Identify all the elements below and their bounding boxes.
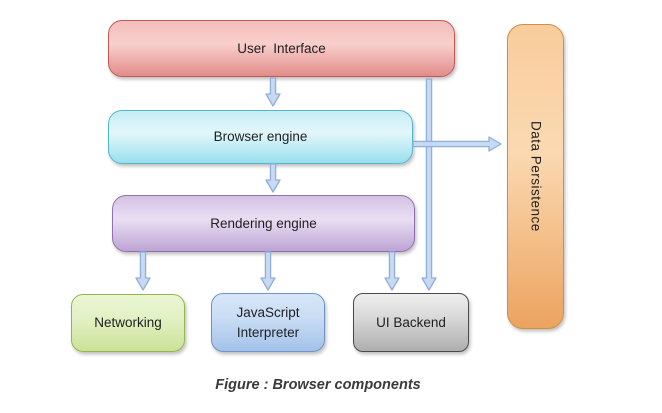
node-data-persistence-label: Data Persistence — [528, 121, 544, 232]
node-rendering-engine-label: Rendering engine — [210, 215, 317, 231]
node-networking: Networking — [71, 294, 185, 352]
node-networking-label: Networking — [94, 315, 162, 331]
node-javascript-interpreter: JavaScript Interpreter — [211, 293, 325, 352]
arrow-user-interface-to-browser-engine — [265, 77, 281, 107]
figure-caption: Figure : Browser components — [215, 377, 421, 393]
node-ui-backend: UI Backend — [353, 293, 469, 352]
node-javascript-interpreter-label: JavaScript Interpreter — [236, 304, 304, 340]
node-rendering-engine: Rendering engine — [112, 195, 415, 252]
arrow-rendering-engine-to-ui-backend — [384, 251, 400, 291]
arrow-browser-engine-to-data-persistence — [412, 136, 502, 152]
node-user-interface-label: User Interface — [237, 40, 326, 56]
arrow-user-interface-to-ui-backend — [421, 78, 437, 291]
node-browser-engine: Browser engine — [108, 110, 413, 164]
arrow-rendering-engine-to-js-interpreter — [260, 251, 276, 291]
arrow-browser-engine-to-rendering-engine — [265, 163, 281, 193]
node-ui-backend-label: UI Backend — [376, 314, 446, 330]
arrow-rendering-engine-to-networking — [135, 251, 151, 291]
node-browser-engine-label: Browser engine — [213, 129, 308, 145]
node-data-persistence: Data Persistence — [507, 24, 564, 329]
node-user-interface: User Interface — [108, 20, 455, 77]
